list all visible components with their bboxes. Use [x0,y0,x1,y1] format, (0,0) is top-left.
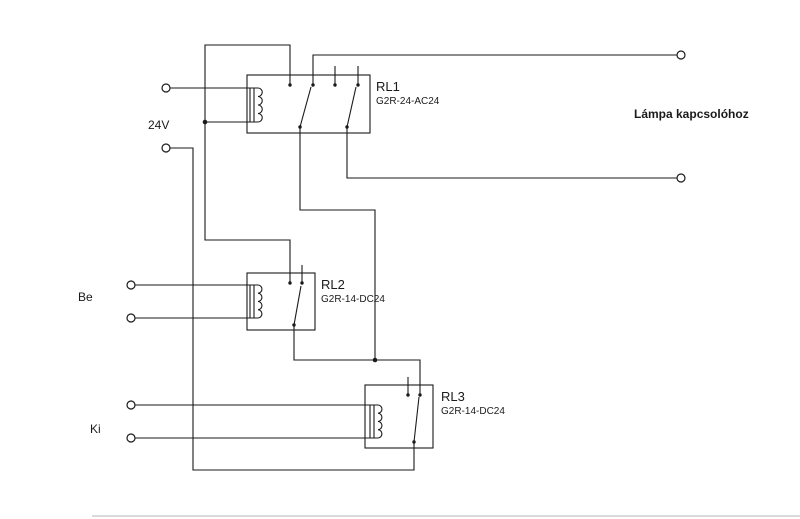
relay-rl3: RL3 G2R-14-DC24 [364,384,505,449]
junction-latch-line [372,357,378,363]
rl1-coil [257,87,263,123]
rl2-switch-contact-b [300,281,304,285]
rl1-switch1-contact-b [311,83,315,87]
rl3-body [364,384,434,449]
rl2-switch-pivot [292,323,296,327]
ki-label: Ki [90,422,101,436]
terminal-supply-2 [161,143,171,153]
wire-top-loop-to-rl2-contact [204,44,291,283]
wire-rl2-common-to-rl3-contact [293,325,421,395]
rl3-switch-pivot [412,440,416,444]
relay-rl2: RL2 G2R-14-DC24 [246,272,385,331]
lamp-output-label: Lámpa kapcsolóhoz [634,107,749,121]
rl1-switch2-contact-b [356,83,360,87]
wire-neutral-rail [170,147,415,471]
supply-voltage-label: 24V [148,118,169,132]
wires [135,44,677,471]
terminal-supply-1 [161,83,171,93]
rl3-switch-arm [413,396,420,443]
rl1-label: RL1 [376,79,400,94]
terminal-lamp-2 [676,173,686,183]
rl3-label: RL3 [441,389,465,404]
rl2-body [246,272,316,331]
wire-rl1-common-to-latch [299,127,376,360]
rl2-model-label: G2R-14-DC24 [321,294,385,305]
relay-rl1: RL1 G2R-24-AC24 [246,74,440,134]
terminal-be-2 [126,313,136,323]
rl1-model-label: G2R-24-AC24 [376,96,440,107]
wire-lamp-output-1 [312,54,677,85]
rl2-switch-contact-a [288,281,292,285]
terminals [126,50,686,443]
rl1-switch1-contact-a [288,83,292,87]
rl1-switch2-contact-a [333,83,337,87]
rl2-switch-arm [293,285,302,326]
wire-lamp-output-2 [346,127,677,179]
rl1-switch1-pivot [298,125,302,129]
be-label: Be [78,290,93,304]
rl3-model-label: G2R-14-DC24 [441,406,505,417]
rl1-body [246,74,371,134]
terminal-ki-2 [126,433,136,443]
rl1-switch2-arm [346,86,357,128]
junction-rl1-coil-return [202,119,208,125]
terminal-ki-1 [126,400,136,410]
rl2-label: RL2 [321,277,345,292]
rl2-coil [257,284,263,319]
rl3-switch-contact-b [418,393,422,397]
rl3-coil [377,404,383,439]
rl3-switch-contact-a [406,393,410,397]
rl1-switch1-arm [299,86,312,128]
terminal-be-1 [126,280,136,290]
rl1-switch2-pivot [345,125,349,129]
terminal-lamp-1 [676,50,686,60]
junctions [202,119,378,363]
